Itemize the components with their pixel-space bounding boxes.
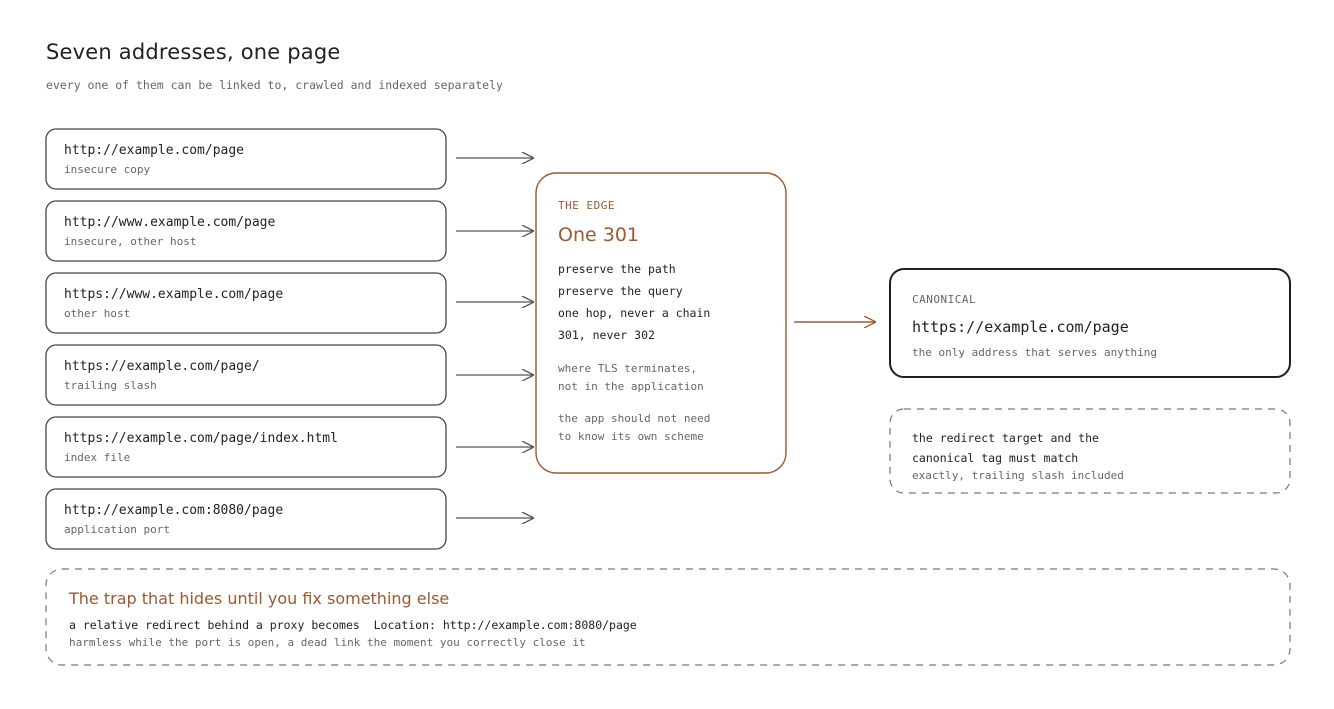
edge-rule: 301, never 302 <box>558 328 655 342</box>
source-note: insecure copy <box>64 163 151 176</box>
canonical-url: https://example.com/page <box>912 318 1129 336</box>
source-note: insecure, other host <box>64 235 197 248</box>
edge-label: THE EDGE <box>558 199 615 212</box>
source-url: https://example.com/page/ <box>64 359 260 374</box>
edge-rule: one hop, never a chain <box>558 306 711 320</box>
edge-where-line: not in the application <box>558 380 704 393</box>
edge-rule: preserve the query <box>558 284 683 298</box>
trap-heading: The trap that hides until you fix someth… <box>69 589 450 608</box>
edge-box: THE EDGE One 301 preserve the path prese… <box>536 173 786 473</box>
canonical-label: CANONICAL <box>912 293 977 306</box>
trap-note: harmless while the port is open, a dead … <box>69 636 586 649</box>
canonical-note: the only address that serves anything <box>912 346 1158 359</box>
edge-rule: preserve the path <box>558 262 676 276</box>
source-address-box: http://example.com:8080/page application… <box>46 489 446 549</box>
canonical-box: CANONICAL https://example.com/page the o… <box>890 269 1290 377</box>
trap-box: The trap that hides until you fix someth… <box>46 569 1290 665</box>
source-address-box: https://www.example.com/page other host <box>46 273 446 333</box>
match-note-box: the redirect target and the canonical ta… <box>890 409 1290 493</box>
source-note: other host <box>64 307 131 320</box>
edge-where-line: where TLS terminates, <box>558 362 698 375</box>
source-url: http://www.example.com/page <box>64 215 276 230</box>
trap-text: a relative redirect behind a proxy becom… <box>69 618 637 632</box>
edge-heading: One 301 <box>558 224 639 246</box>
edge-scheme-line: to know its own scheme <box>558 430 704 443</box>
source-note: index file <box>64 451 131 464</box>
source-url: http://example.com:8080/page <box>64 503 284 518</box>
source-address-box: http://example.com/page insecure copy <box>46 129 446 189</box>
match-line: the redirect target and the <box>912 431 1099 445</box>
source-address-box: https://example.com/page/ trailing slash <box>46 345 446 405</box>
page-title: Seven addresses, one page <box>46 40 341 64</box>
source-note: application port <box>64 523 170 536</box>
source-address-box: http://www.example.com/page insecure, ot… <box>46 201 446 261</box>
source-note: trailing slash <box>64 379 157 392</box>
match-note: exactly, trailing slash included <box>912 469 1124 482</box>
source-url: http://example.com/page <box>64 143 245 158</box>
edge-scheme-line: the app should not need <box>558 412 711 425</box>
source-url: https://example.com/page/index.html <box>64 431 338 446</box>
source-address-box: https://example.com/page/index.html inde… <box>46 417 446 477</box>
match-line: canonical tag must match <box>912 451 1079 465</box>
source-url: https://www.example.com/page <box>64 287 284 302</box>
page-subtitle: every one of them can be linked to, craw… <box>46 78 503 92</box>
